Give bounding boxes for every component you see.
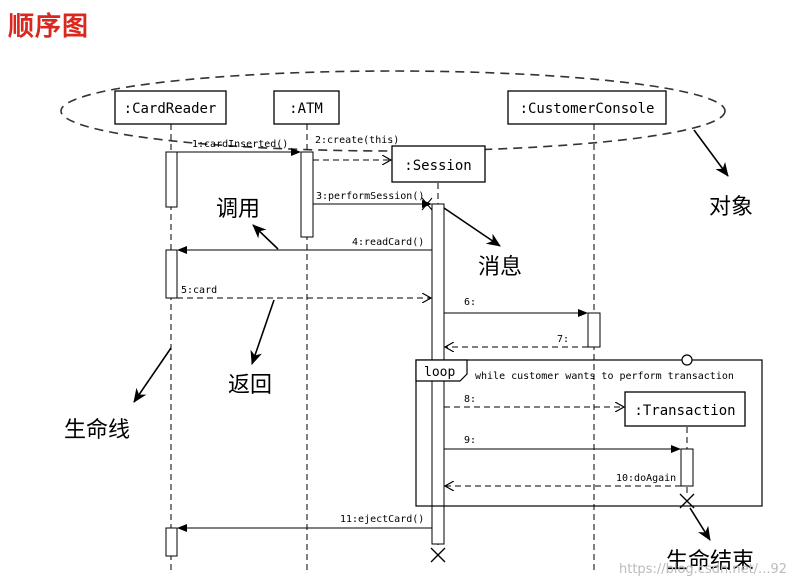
object-atm-label: :ATM bbox=[289, 101, 323, 117]
annot-arrow-call bbox=[252, 224, 279, 250]
message-2-label: 2:create(this) bbox=[315, 135, 399, 146]
message-10: 10:doAgain bbox=[445, 473, 681, 486]
message-4-label: 4:readCard() bbox=[352, 237, 424, 248]
annot-arrow-message bbox=[443, 207, 501, 247]
objects-ellipse bbox=[60, 70, 726, 152]
activation-cardreader-3 bbox=[165, 527, 178, 557]
activation-atm bbox=[300, 151, 314, 238]
annot-label-return: 返回 bbox=[228, 373, 272, 398]
object-transaction: :Transaction bbox=[624, 391, 746, 427]
message-1-label: 1:cardInserted() bbox=[192, 139, 288, 150]
loop-keyword: loop bbox=[424, 365, 455, 380]
message-8-label: 8: bbox=[464, 394, 476, 405]
page-title: 顺序图 bbox=[8, 12, 90, 42]
loop-condition: while customer wants to perform transact… bbox=[475, 371, 734, 382]
activation-transaction bbox=[680, 448, 694, 487]
object-cardreader: :CardReader bbox=[114, 90, 227, 125]
annot-label-message: 消息 bbox=[478, 255, 522, 280]
message-2: 2:create(this) bbox=[313, 135, 399, 160]
message-7-label: 7: bbox=[557, 334, 569, 345]
watermark: https://blog.csdn.net/...92 bbox=[619, 562, 787, 577]
object-session: :Session bbox=[391, 145, 486, 183]
message-6: 6: bbox=[444, 297, 588, 317]
destroy-mark-transaction bbox=[679, 493, 695, 509]
message-9-label: 9: bbox=[464, 435, 476, 446]
message-10-label: 10:doAgain bbox=[616, 473, 676, 484]
annot-label-end-of-life: 生命结束 bbox=[666, 549, 754, 574]
message-3: 3:performSession() bbox=[313, 191, 432, 208]
activation-cardreader-2 bbox=[165, 249, 178, 299]
annot-arrow-end bbox=[689, 507, 711, 541]
activation-customerconsole bbox=[587, 312, 601, 348]
message-11-label: 11:ejectCard() bbox=[340, 514, 424, 525]
message-8: 8: bbox=[444, 394, 624, 407]
message-5: 5:card bbox=[177, 285, 431, 298]
object-transaction-label: :Transaction bbox=[634, 403, 735, 419]
object-cardreader-label: :CardReader bbox=[124, 101, 217, 117]
message-9: 9: bbox=[444, 435, 681, 453]
annot-arrow-return bbox=[250, 299, 275, 365]
annot-arrow-lifeline bbox=[133, 347, 172, 403]
message-5-label: 5:card bbox=[181, 285, 217, 296]
message-4: 4:readCard() bbox=[177, 237, 432, 254]
message-6-label: 6: bbox=[464, 297, 476, 308]
annot-label-lifeline: 生命线 bbox=[64, 418, 130, 443]
annot-label-objects: 对象 bbox=[709, 195, 753, 220]
message-11: 11:ejectCard() bbox=[177, 514, 432, 532]
call-mark-session bbox=[421, 197, 433, 211]
message-1: 1:cardInserted() bbox=[177, 139, 301, 156]
object-customerconsole: :CustomerConsole bbox=[507, 90, 667, 125]
annot-label-call: 调用 bbox=[216, 197, 260, 222]
object-customerconsole-label: :CustomerConsole bbox=[520, 101, 655, 117]
loop-frame: loop while customer wants to perform tra… bbox=[415, 354, 763, 507]
object-session-label: :Session bbox=[404, 158, 471, 174]
message-3-label: 3:performSession() bbox=[316, 191, 424, 202]
destroy-mark-session bbox=[430, 547, 446, 563]
object-atm: :ATM bbox=[273, 90, 340, 125]
annot-arrow-objects bbox=[693, 129, 729, 177]
activation-cardreader-1 bbox=[165, 151, 178, 208]
message-7: 7: bbox=[445, 334, 588, 347]
